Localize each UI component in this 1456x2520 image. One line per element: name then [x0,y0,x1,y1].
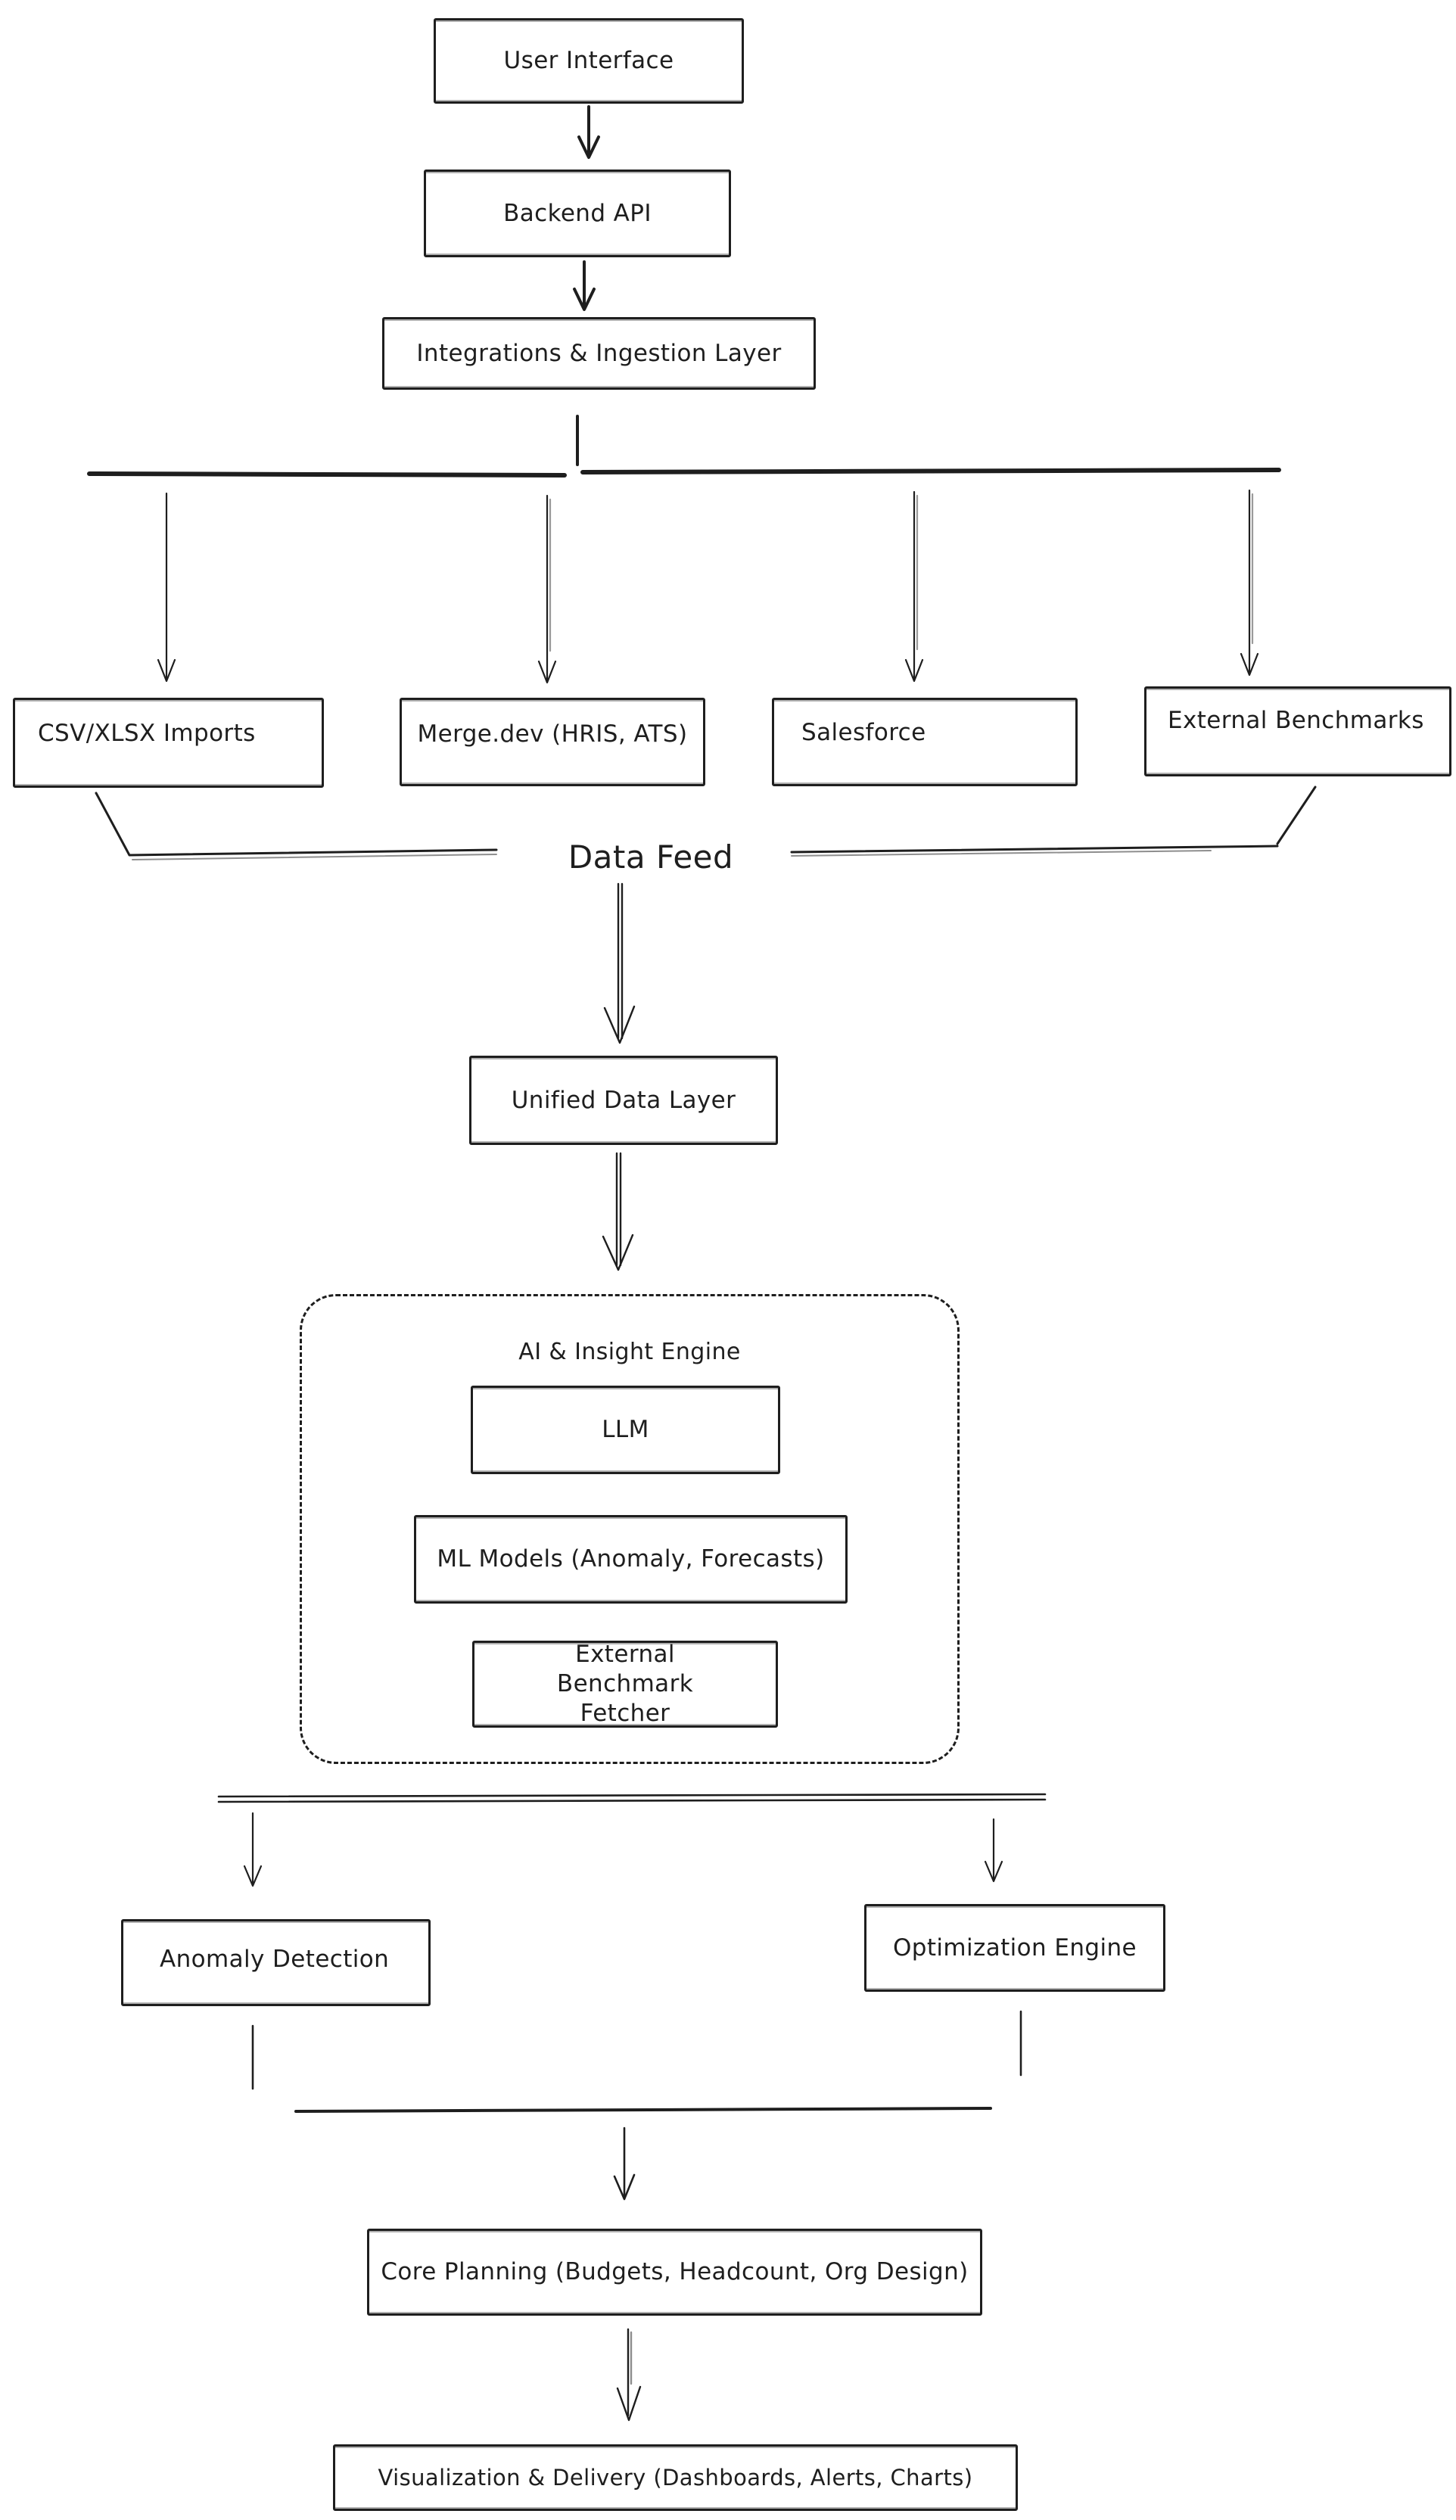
split-bar-bottom [294,2107,992,2113]
node-backend-api[interactable]: Backend API [424,170,731,257]
node-core-planning-label: Core Planning (Budgets, Headcount, Org D… [381,2258,969,2286]
node-user-interface-label: User Interface [503,47,674,75]
arrow-unified-to-ai [602,1152,634,1271]
node-benchmark-fetcher-label: External Benchmark Fetcher [556,1641,694,1727]
line-gather-left [95,792,498,860]
node-anomaly-detection-label: Anomaly Detection [160,1946,390,1974]
arrow-backend-to-integrations [573,260,596,311]
arrow-to-anomaly [243,1812,263,1887]
node-visualization-delivery-label: Visualization & Delivery (Dashboards, Al… [378,2464,973,2490]
group-ai-insight-engine-title: AI & Insight Engine [300,1333,960,1370]
arrow-to-salesforce [904,490,924,683]
node-anomaly-detection[interactable]: Anomaly Detection [121,1919,431,2006]
node-salesforce[interactable]: Salesforce [772,698,1078,786]
arrow-to-merge [537,494,557,684]
node-backend-api-label: Backend API [503,199,652,227]
node-external-benchmarks[interactable]: External Benchmarks [1144,686,1451,776]
node-csv-imports[interactable]: CSV/XLSX Imports [13,698,324,788]
group-ai-insight-engine[interactable] [300,1294,960,1764]
arrow-to-external [1240,489,1259,677]
node-integrations-label: Integrations & Ingestion Layer [416,339,782,367]
arrow-ui-to-backend [577,105,600,159]
arrow-datafeed-to-unified [603,882,636,1044]
line-gather-right [790,786,1317,857]
node-optimization-engine-label: Optimization Engine [892,1934,1137,1962]
node-merge-dev-label: Merge.dev (HRIS, ATS) [417,720,688,748]
arrow-to-csv [157,492,176,683]
node-merge-dev[interactable]: Merge.dev (HRIS, ATS) [400,698,705,786]
node-llm[interactable]: LLM [471,1386,780,1474]
arrow-to-optimization [984,1818,1003,1883]
node-user-interface[interactable]: User Interface [434,18,744,104]
label-data-feed[interactable]: Data Feed [566,834,736,879]
split-bar-middle [217,1793,1047,1803]
node-csv-imports-label: CSV/XLSX Imports [38,720,256,748]
node-external-benchmarks-label: External Benchmarks [1168,707,1424,735]
node-salesforce-label: Salesforce [801,719,926,747]
arrow-to-visualization [616,2328,642,2422]
node-llm-label: LLM [602,1416,649,1444]
node-optimization-engine[interactable]: Optimization Engine [864,1904,1165,1992]
split-bar-top [87,468,1281,478]
node-unified-data-layer-label: Unified Data Layer [511,1086,736,1114]
node-core-planning[interactable]: Core Planning (Budgets, Headcount, Org D… [367,2229,982,2316]
group-ai-insight-engine-title-text: AI & Insight Engine [518,1338,741,1365]
node-visualization-delivery[interactable]: Visualization & Delivery (Dashboards, Al… [333,2444,1018,2511]
node-integrations[interactable]: Integrations & Ingestion Layer [382,317,816,390]
node-ml-models-label: ML Models (Anomaly, Forecasts) [437,1545,825,1573]
node-ml-models[interactable]: ML Models (Anomaly, Forecasts) [414,1515,848,1604]
node-benchmark-fetcher[interactable]: External Benchmark Fetcher [472,1641,778,1728]
label-data-feed-text: Data Feed [568,838,734,876]
arrow-to-core-planning [613,2126,636,2201]
node-unified-data-layer[interactable]: Unified Data Layer [469,1056,778,1145]
